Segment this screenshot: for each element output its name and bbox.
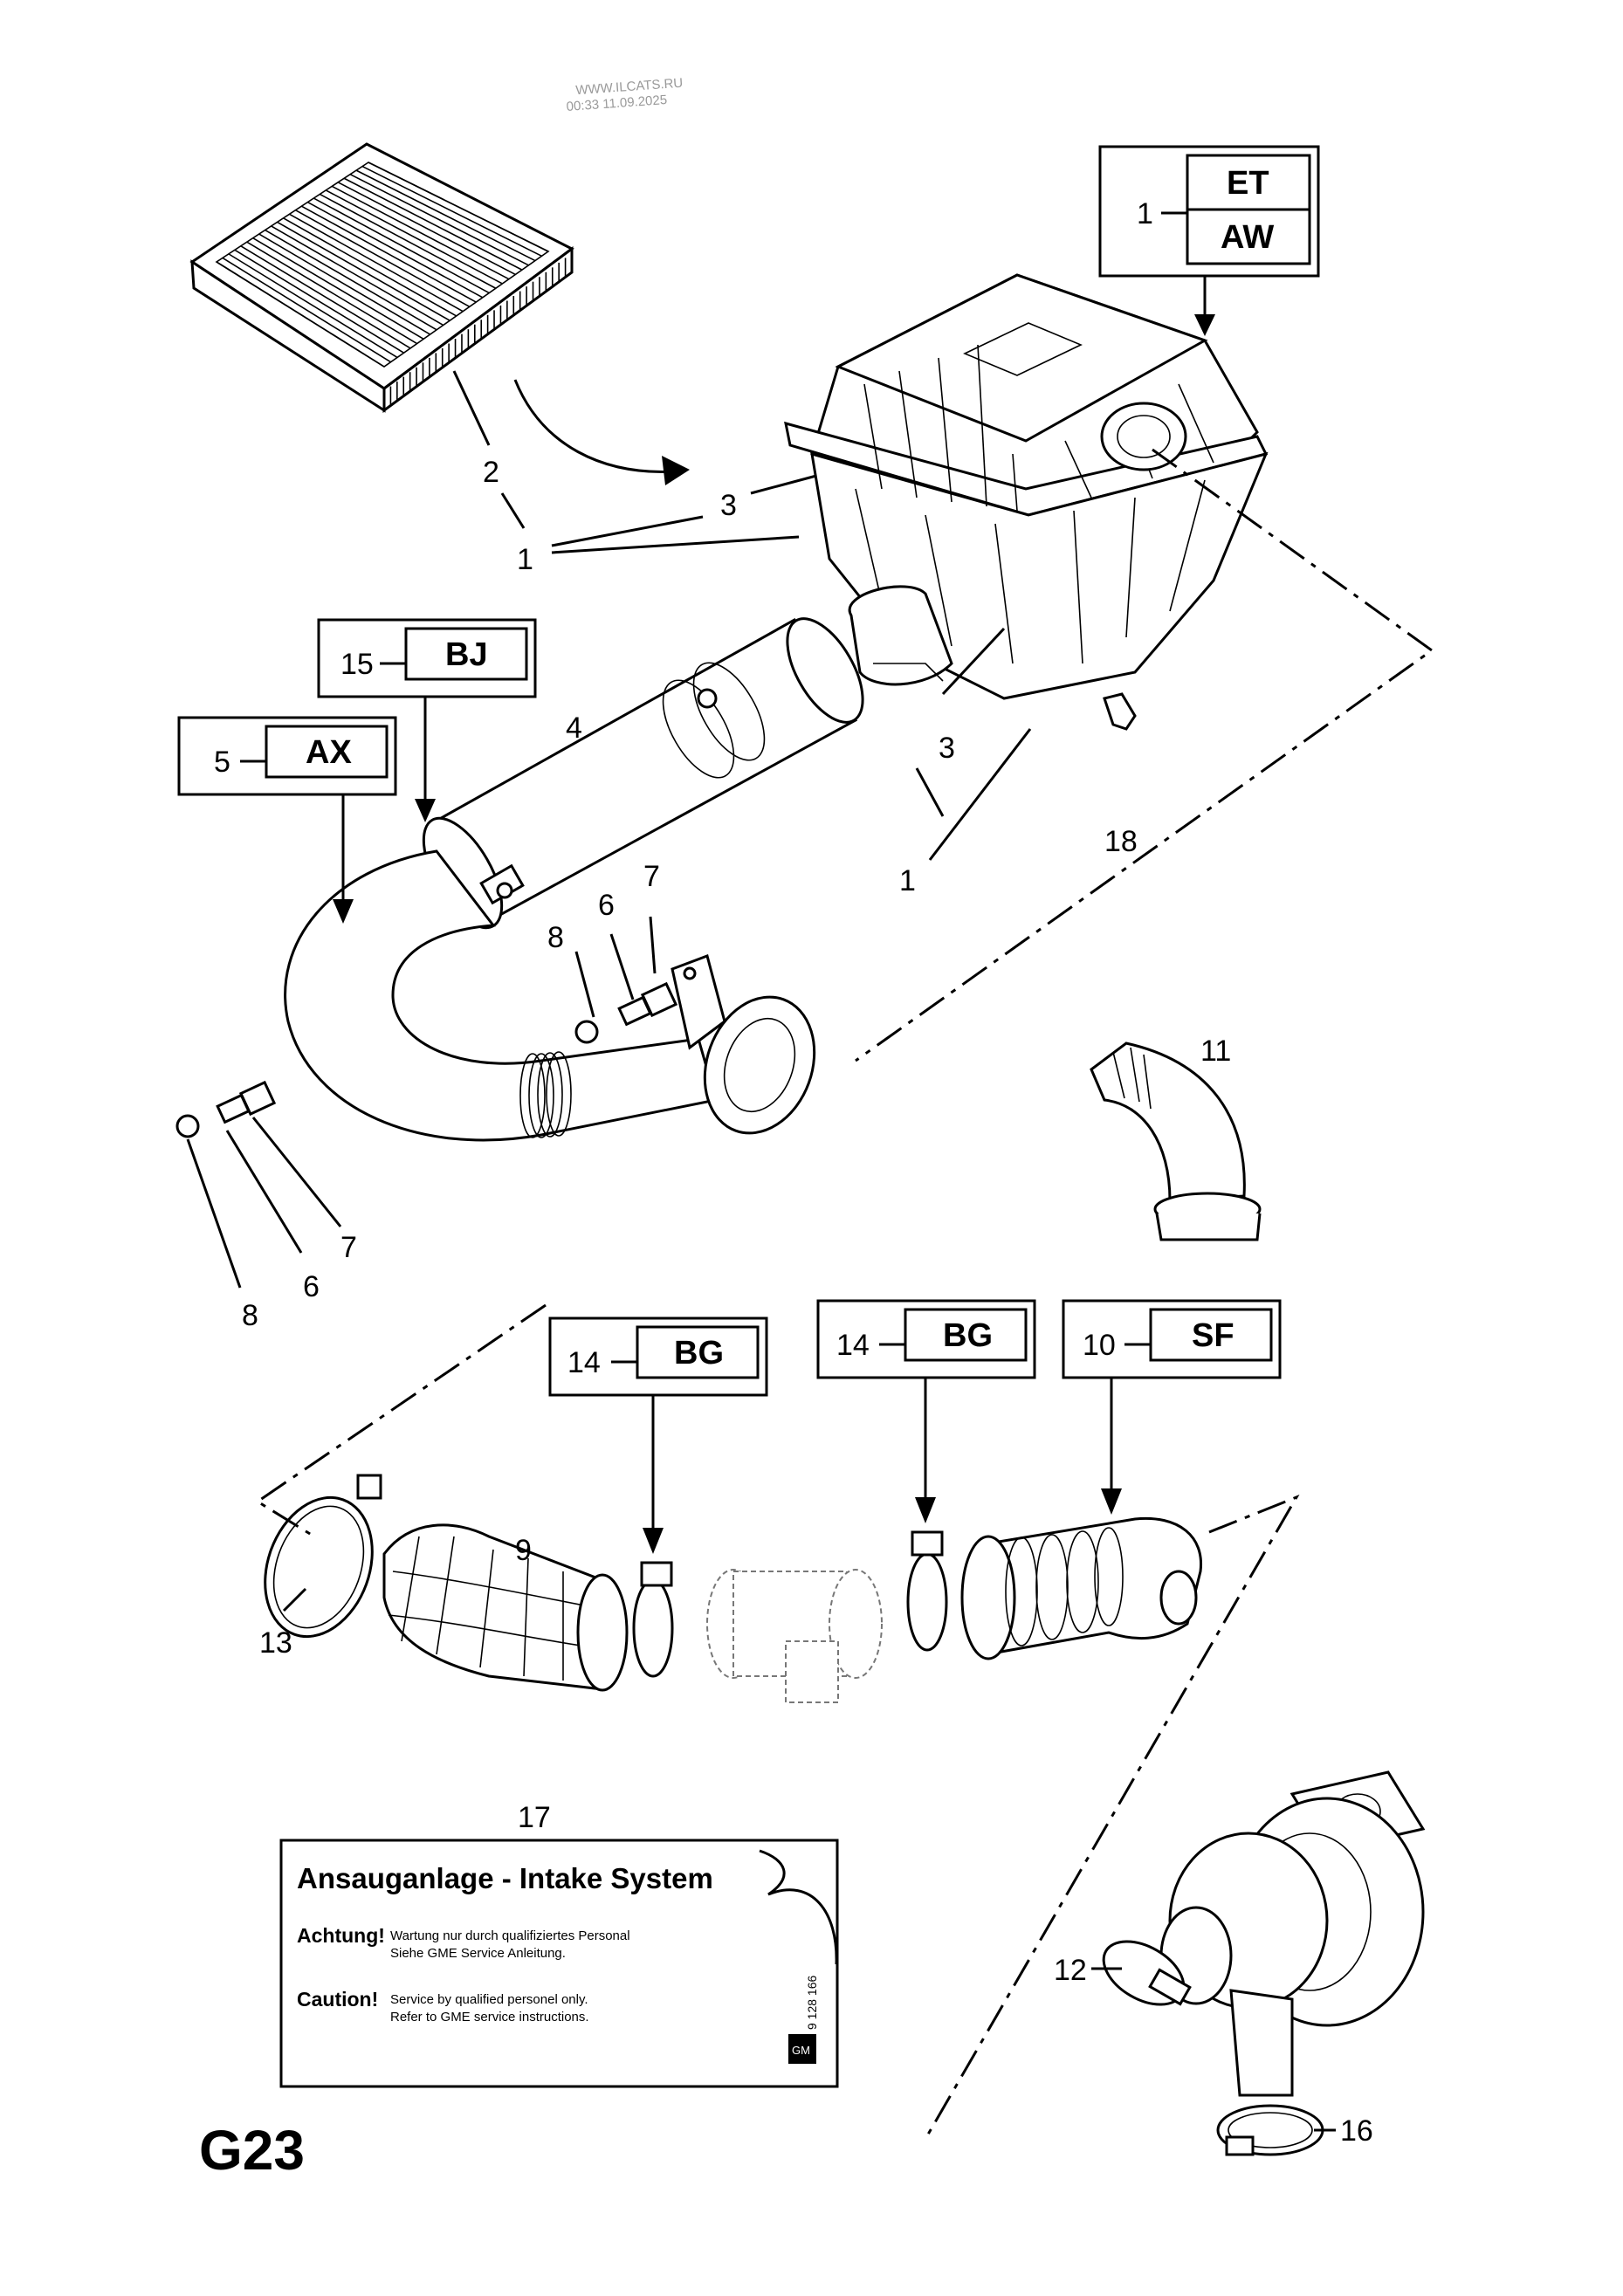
part-number-11: 11 [1200,1035,1231,1068]
intake-tube[interactable] [434,607,878,924]
label-caution-line1: Service by qualified personel only. [390,1992,588,2007]
label-achtung-heading: Achtung! [297,1924,385,1947]
callout-14-left-number: 14 [567,1346,601,1379]
air-filter-housing[interactable] [784,273,1269,731]
part-number-labels: 2 3 1 4 3 1 18 8 6 7 7 6 8 11 9 13 17 12… [242,456,1373,2148]
callout-1-et-aw[interactable]: 1 ET AW [1098,145,1320,336]
leader-lines [186,370,1336,2132]
install-arrow-head [662,456,690,485]
part-number-8-lower: 8 [242,1299,258,1332]
callout-14-right-code: BG [943,1317,993,1354]
part-number-2: 2 [483,456,499,489]
part-number-18: 18 [1104,825,1138,858]
callout-5-ax[interactable]: 5 AX [177,716,397,924]
callout-14-right-number: 14 [836,1329,870,1362]
callout-1-code-bottom: AW [1221,219,1274,256]
watermark: WWW.ILCATS.RU 00:33 11.09.2025 [566,76,684,114]
part-number-1: 1 [517,543,533,576]
reference-line-right [924,1494,1300,2140]
part-number-7-upper: 7 [643,860,660,893]
part-number-17: 17 [518,1801,551,1834]
callout-14-bg-right[interactable]: 14 BG [816,1299,1036,1523]
callout-15-code: BJ [445,636,488,673]
callout-10-number: 10 [1083,1329,1116,1362]
callout-1-number: 1 [1137,197,1153,230]
reference-line-upper [855,448,1434,1062]
gm-logo-icon [788,2034,816,2064]
connecting-hose[interactable] [960,1516,1203,1660]
label-title: Ansauganlage - Intake System [297,1862,713,1894]
label-achtung-line1: Wartung nur durch qualifiziertes Persona… [390,1928,630,1943]
callout-5-number: 5 [214,746,230,779]
elbow-connector[interactable] [1090,1041,1262,1241]
hose-clamp-14-left[interactable] [632,1561,674,1678]
hose-clamp-16[interactable] [1216,2104,1324,2156]
gm-logo-text: GM [792,2044,810,2057]
part-number-3-lower: 3 [939,732,955,765]
warning-label: Ansauganlage - Intake System Achtung! Wa… [279,1839,839,2088]
part-number-13: 13 [259,1626,292,1660]
part-number-6-upper: 6 [598,889,615,922]
bolt-assembly-lower[interactable] [175,1080,277,1138]
callout-10-code: SF [1192,1317,1234,1354]
air-mass-meter [706,1569,883,1703]
part-number-1-lower: 1 [899,864,916,897]
intake-elbow-hose[interactable] [284,849,833,1149]
part-number-7-lower: 7 [340,1231,357,1264]
label-caution-heading: Caution! [297,1988,378,2011]
part-number-12: 12 [1054,1954,1087,1987]
hose-clamp-13[interactable] [246,1474,390,1652]
callout-15-number: 15 [340,648,374,681]
hose-clamp-12[interactable] [1093,1928,1195,2018]
air-filter-element[interactable] [189,142,574,413]
label-part-code: 9 128 166 [805,1976,819,2030]
callout-15-bj[interactable]: 15 BJ [317,618,537,822]
page-id: G23 [199,2119,305,2182]
intake-bellows-hose[interactable] [382,1523,629,1692]
part-number-4: 4 [566,711,582,745]
callout-14-bg-left[interactable]: 14 BG [548,1316,768,1554]
callout-5-code: AX [306,734,352,771]
install-arrow [513,379,677,473]
mounting-bracket[interactable] [671,954,726,1050]
label-caution-line2: Refer to GME service instructions. [390,2010,589,2024]
part-number-16: 16 [1340,2114,1373,2148]
hose-clamp-15[interactable] [408,806,525,939]
part-number-8-upper: 8 [547,921,564,954]
bolt-assembly-upper[interactable] [574,981,678,1044]
part-number-6-lower: 6 [303,1270,320,1303]
part-number-3: 3 [720,489,737,522]
callout-1-code-top: ET [1227,165,1269,202]
turbocharger[interactable] [1159,1770,1426,2097]
callout-10-sf[interactable]: 10 SF [1062,1299,1282,1515]
label-achtung-line2: Siehe GME Service Anleitung. [390,1946,566,1961]
hose-clamp-14-right[interactable] [906,1530,948,1652]
callout-14-left-code: BG [674,1335,724,1371]
part-number-9: 9 [515,1534,532,1567]
reference-line-middle [255,1303,547,1538]
